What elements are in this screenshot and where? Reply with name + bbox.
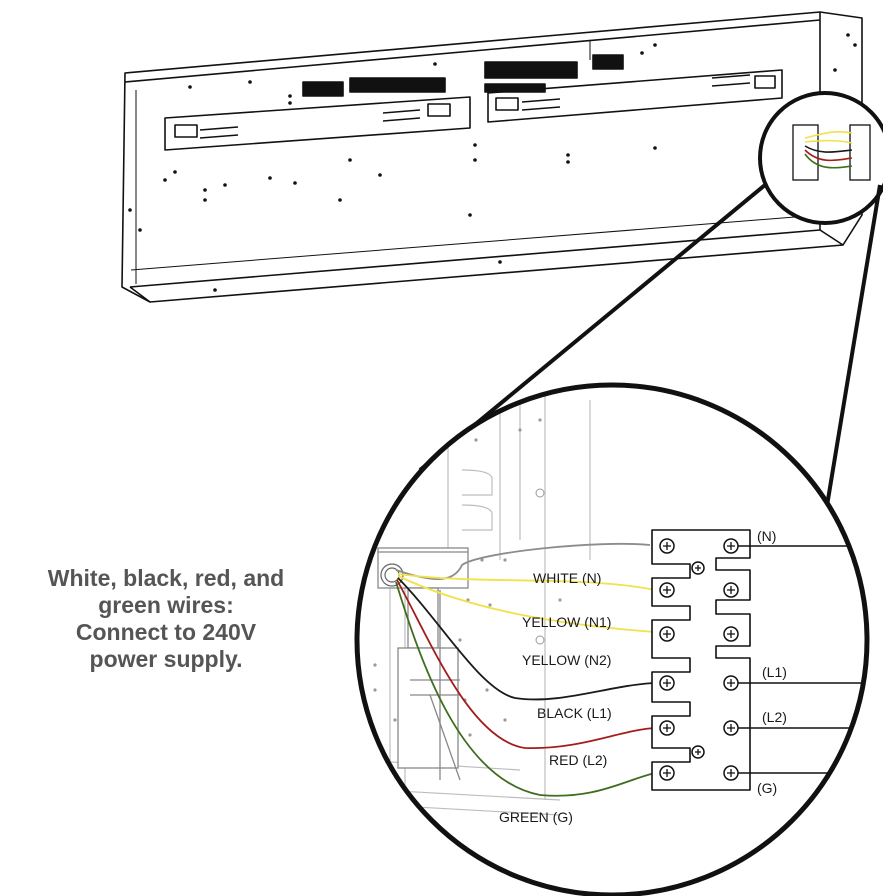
label-red: RED (L2) — [549, 752, 607, 768]
instruction-line-3: Connect to 240V — [75, 619, 257, 645]
instruction-line-1: White, black, red, and — [47, 565, 285, 591]
terminal-label-l2: (L2) — [762, 709, 787, 725]
instruction-line-4: power supply. — [89, 646, 243, 672]
yellow-wire-1 — [397, 573, 656, 591]
instruction-note: White, black, red, and green wires: Conn… — [0, 565, 332, 673]
terminal-label-n: (N) — [757, 528, 776, 544]
yellow-wire-2 — [397, 575, 656, 633]
heater-screw-holes — [128, 33, 857, 292]
label-green: GREEN (G) — [499, 809, 573, 825]
callout-leader-right — [818, 184, 882, 549]
wires — [395, 542, 656, 797]
callout-detail-circle — [758, 91, 883, 225]
black-wire — [397, 577, 656, 701]
red-wire — [396, 579, 656, 749]
label-white: WHITE (N) — [533, 570, 601, 586]
instruction-line-2: green wires: — [98, 592, 234, 618]
heater-unit — [121, 11, 863, 303]
terminal-block — [651, 529, 751, 791]
label-yellow-1: YELLOW (N1) — [522, 614, 611, 630]
green-wire — [395, 581, 656, 797]
label-black: BLACK (L1) — [537, 705, 612, 721]
white-wire — [395, 542, 651, 580]
label-yellow-2: YELLOW (N2) — [522, 652, 611, 668]
detail-view: WHITE (N) YELLOW (N1) YELLOW (N2) BLACK … — [359, 390, 867, 825]
terminal-label-l1: (L1) — [762, 664, 787, 680]
detail-circle-outline — [354, 382, 870, 896]
terminal-label-g: (G) — [757, 780, 777, 796]
